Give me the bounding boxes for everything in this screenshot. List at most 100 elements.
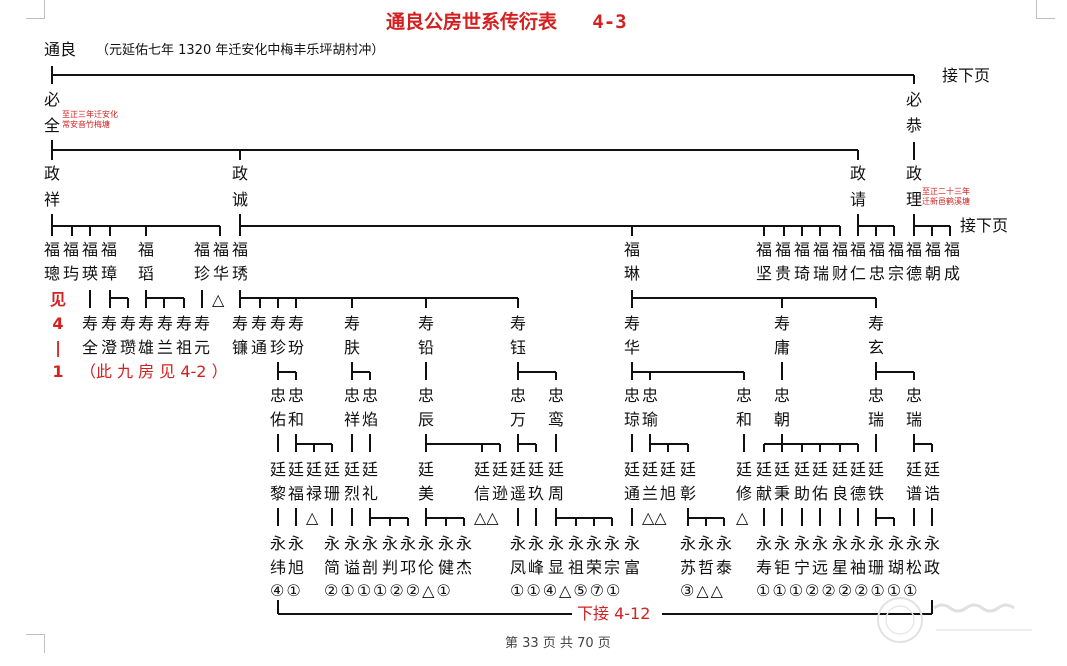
gen4-name-2-char-0: 福 bbox=[82, 240, 99, 259]
gen4-name-11-char-1: 琦 bbox=[794, 264, 811, 283]
gen8-name-14-char-1: 荣 bbox=[586, 558, 603, 577]
side-note-char-1: 4 bbox=[52, 314, 64, 333]
bottom-continue-label: 下接 4-12 bbox=[577, 604, 651, 623]
gen7-name-5-char-1: 礼 bbox=[362, 484, 379, 503]
gen7-name-10-char-1: 玖 bbox=[528, 484, 545, 503]
gen5-name-15-char-0: 寿 bbox=[774, 314, 791, 333]
gen8-name-15-char-1: 宗 bbox=[604, 558, 621, 577]
gen8-name-5-char-0: 永 bbox=[382, 534, 399, 553]
gen7-name-2-char-0: 廷 bbox=[306, 460, 323, 479]
marks-group-4: ①①①②②②②①①① bbox=[756, 581, 920, 600]
gen6-name-11-char-0: 忠 bbox=[868, 386, 885, 405]
gen5-name-16-char-0: 寿 bbox=[868, 314, 885, 333]
gen8-name-13-char-1: 祖 bbox=[568, 558, 585, 577]
gen8-name-22-char-1: 宁 bbox=[794, 558, 811, 577]
table-number: 4-3 bbox=[592, 11, 627, 33]
gen6-name-12-char-1: 瑞 bbox=[906, 410, 923, 429]
continue-label-2: 接下页 bbox=[960, 216, 1009, 235]
page-number: 第 33 页 共 70 页 bbox=[505, 636, 611, 651]
gen2-0-top: 必 bbox=[44, 90, 61, 109]
gen5-name-14-char-1: 华 bbox=[624, 338, 641, 357]
triangle-marker: △ bbox=[212, 290, 225, 309]
gen3-3-top: 政 bbox=[906, 164, 923, 183]
gen7-name-13-char-1: 兰 bbox=[642, 484, 659, 503]
gen8-name-8-char-0: 永 bbox=[438, 534, 455, 553]
gen4-name-4-char-1: 瑫 bbox=[138, 264, 155, 283]
gen6-name-0-char-1: 佑 bbox=[270, 410, 287, 429]
gen8-name-14-char-0: 永 bbox=[586, 534, 603, 553]
gen6-name-6-char-0: 忠 bbox=[548, 386, 565, 405]
gen8-name-15-char-0: 永 bbox=[604, 534, 621, 553]
gen7-name-11-char-1: 周 bbox=[548, 484, 565, 503]
gen8-name-16-char-1: 富 bbox=[624, 558, 641, 577]
gen7-name-4-char-0: 廷 bbox=[344, 460, 361, 479]
gen7-name-25-char-0: 廷 bbox=[924, 460, 941, 479]
gen3-0-bottom: 祥 bbox=[44, 190, 61, 209]
gen4-name-1-char-1: 玙 bbox=[63, 264, 80, 283]
gen4-name-0-char-1: 璁 bbox=[44, 264, 61, 283]
gen4-name-8-char-0: 福 bbox=[624, 240, 641, 259]
gen8-name-19-char-0: 永 bbox=[716, 534, 733, 553]
gen4-name-11-char-0: 福 bbox=[794, 240, 811, 259]
gen8-name-29-char-1: 政 bbox=[924, 558, 941, 577]
gen4-name-19-char-0: 福 bbox=[944, 240, 961, 259]
gen6-name-3-char-1: 焰 bbox=[362, 410, 379, 429]
gen5-name-16-char-1: 玄 bbox=[868, 338, 885, 357]
gen4-name-3-char-0: 福 bbox=[101, 240, 118, 259]
gen7-name-9-char-0: 廷 bbox=[510, 460, 527, 479]
gen7-name-12-char-0: 廷 bbox=[624, 460, 641, 479]
gen5-name-10-char-1: 玢 bbox=[288, 338, 305, 357]
title-text: 通良公房世系传衍表 bbox=[386, 11, 558, 33]
triangle-marker: △△ bbox=[474, 508, 499, 527]
gen2-1-top: 必 bbox=[906, 90, 923, 109]
gen8-name-2-char-1: 简 bbox=[324, 558, 341, 577]
gen5-name-6-char-1: 元 bbox=[194, 338, 211, 357]
gen7-name-14-char-1: 旭 bbox=[660, 484, 677, 503]
gen8-name-23-char-1: 远 bbox=[812, 558, 829, 577]
gen4-name-2-char-1: 瑛 bbox=[82, 264, 99, 283]
gen3-3-note: 至正二十三年 迁新邑鹤溪塘 bbox=[922, 187, 970, 206]
gen5-name-14-char-0: 寿 bbox=[624, 314, 641, 333]
gen4-name-10-char-1: 贵 bbox=[775, 264, 792, 283]
gen6-name-0-char-0: 忠 bbox=[270, 386, 287, 405]
gen8-name-11-char-1: 峰 bbox=[528, 558, 545, 577]
gen6-name-1-char-0: 忠 bbox=[288, 386, 305, 405]
gen5-name-8-char-1: 通 bbox=[251, 338, 268, 357]
gen8-name-25-char-1: 袖 bbox=[850, 558, 867, 577]
gen8-name-24-char-0: 永 bbox=[832, 534, 849, 553]
gen4-name-15-char-0: 福 bbox=[869, 240, 886, 259]
gen7-name-21-char-1: 良 bbox=[832, 484, 849, 503]
seal-watermark bbox=[877, 597, 1032, 643]
gen8-name-0-char-0: 永 bbox=[270, 534, 287, 553]
gen5-name-4-char-0: 寿 bbox=[157, 314, 174, 333]
triangle-marker: △△ bbox=[642, 508, 667, 527]
gen4-name-12-char-0: 福 bbox=[813, 240, 830, 259]
gen4-name-12-char-1: 瑞 bbox=[813, 264, 830, 283]
gen5-name-12-char-0: 寿 bbox=[418, 314, 435, 333]
gen7-name-16-char-0: 廷 bbox=[736, 460, 753, 479]
gen7-name-8-char-1: 逊 bbox=[492, 484, 509, 503]
gen6-name-10-char-0: 忠 bbox=[774, 386, 791, 405]
gen7-name-2-char-1: 禄 bbox=[306, 484, 323, 503]
gen3-2-bottom: 请 bbox=[850, 190, 867, 209]
gen8-name-6-char-1: 邛 bbox=[400, 558, 417, 577]
gen7-name-5-char-0: 廷 bbox=[362, 460, 379, 479]
gen7-name-22-char-0: 廷 bbox=[850, 460, 867, 479]
gen7-name-0-char-0: 廷 bbox=[270, 460, 287, 479]
gen5-name-13-char-1: 钰 bbox=[510, 338, 527, 357]
gen8-name-5-char-1: 判 bbox=[382, 558, 399, 577]
gen7-name-15-char-1: 彰 bbox=[680, 484, 697, 503]
gen7-name-8-char-0: 廷 bbox=[492, 460, 509, 479]
gen8-name-10-char-1: 凤 bbox=[510, 558, 527, 577]
gen7-name-25-char-1: 诰 bbox=[924, 484, 941, 503]
triangle-marker: △ bbox=[736, 508, 749, 527]
gen8-name-7-char-1: 伦 bbox=[418, 558, 435, 577]
gen4-name-3-char-1: 璋 bbox=[101, 264, 118, 283]
gen6-name-8-char-1: 瑜 bbox=[642, 410, 659, 429]
gen5-name-0-char-1: 全 bbox=[82, 338, 99, 357]
crop-mark-bottom-left bbox=[26, 634, 45, 653]
gen8-name-27-char-1: 瑚 bbox=[888, 558, 905, 577]
gen7-name-4-char-1: 烈 bbox=[344, 484, 361, 503]
gen7-name-11-char-0: 廷 bbox=[548, 460, 565, 479]
